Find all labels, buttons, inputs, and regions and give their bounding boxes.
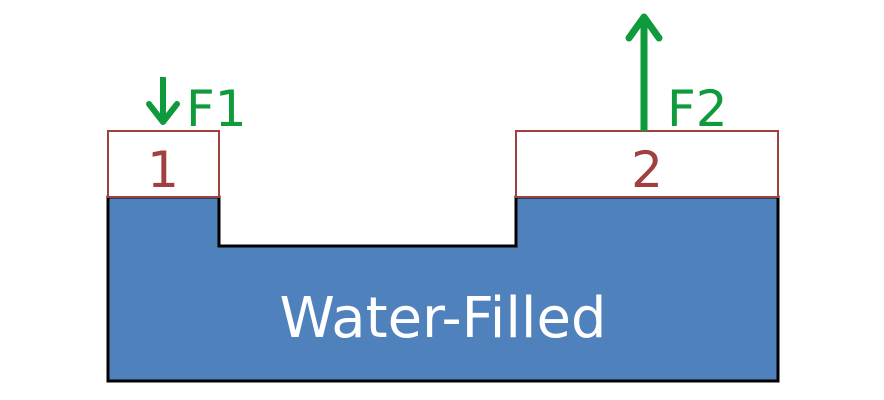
fluid-label: Water-Filled bbox=[280, 286, 607, 351]
force-2-up-arrow bbox=[625, 13, 663, 131]
force-1-label: F1 bbox=[186, 80, 247, 138]
force-1-down-arrow bbox=[146, 77, 180, 125]
force-2-label: F2 bbox=[667, 80, 728, 138]
piston-2-label: 2 bbox=[631, 141, 663, 199]
piston-1 bbox=[107, 130, 220, 198]
piston-2 bbox=[515, 130, 779, 198]
piston-1-label: 1 bbox=[147, 141, 179, 199]
